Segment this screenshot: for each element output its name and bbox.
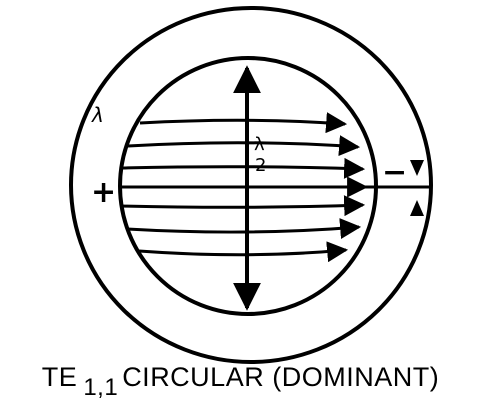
electric-field-lines (121, 112, 369, 263)
field-line (126, 218, 362, 239)
caption-prefix: TE (41, 362, 78, 392)
field-line (121, 157, 366, 179)
field-line (127, 135, 361, 157)
half-wavelength-numerator: λ (254, 134, 265, 155)
half-wavelength-denominator: 2 (255, 155, 266, 176)
loop-arrow-up (410, 200, 424, 216)
outer-wavelength-label: λ (91, 103, 104, 127)
field-line (121, 195, 366, 217)
minus-sign: − (382, 155, 407, 190)
outer-field-loop (69, 6, 433, 364)
field-line (139, 112, 348, 134)
loop-arrow-down (410, 160, 424, 176)
caption-subscript: 1,1 (83, 374, 119, 401)
caption-suffix: CIRCULAR (DOMINANT) (122, 362, 440, 392)
outer-loop-arrows (410, 160, 424, 216)
field-line (138, 241, 349, 263)
plus-sign: + (91, 175, 116, 210)
